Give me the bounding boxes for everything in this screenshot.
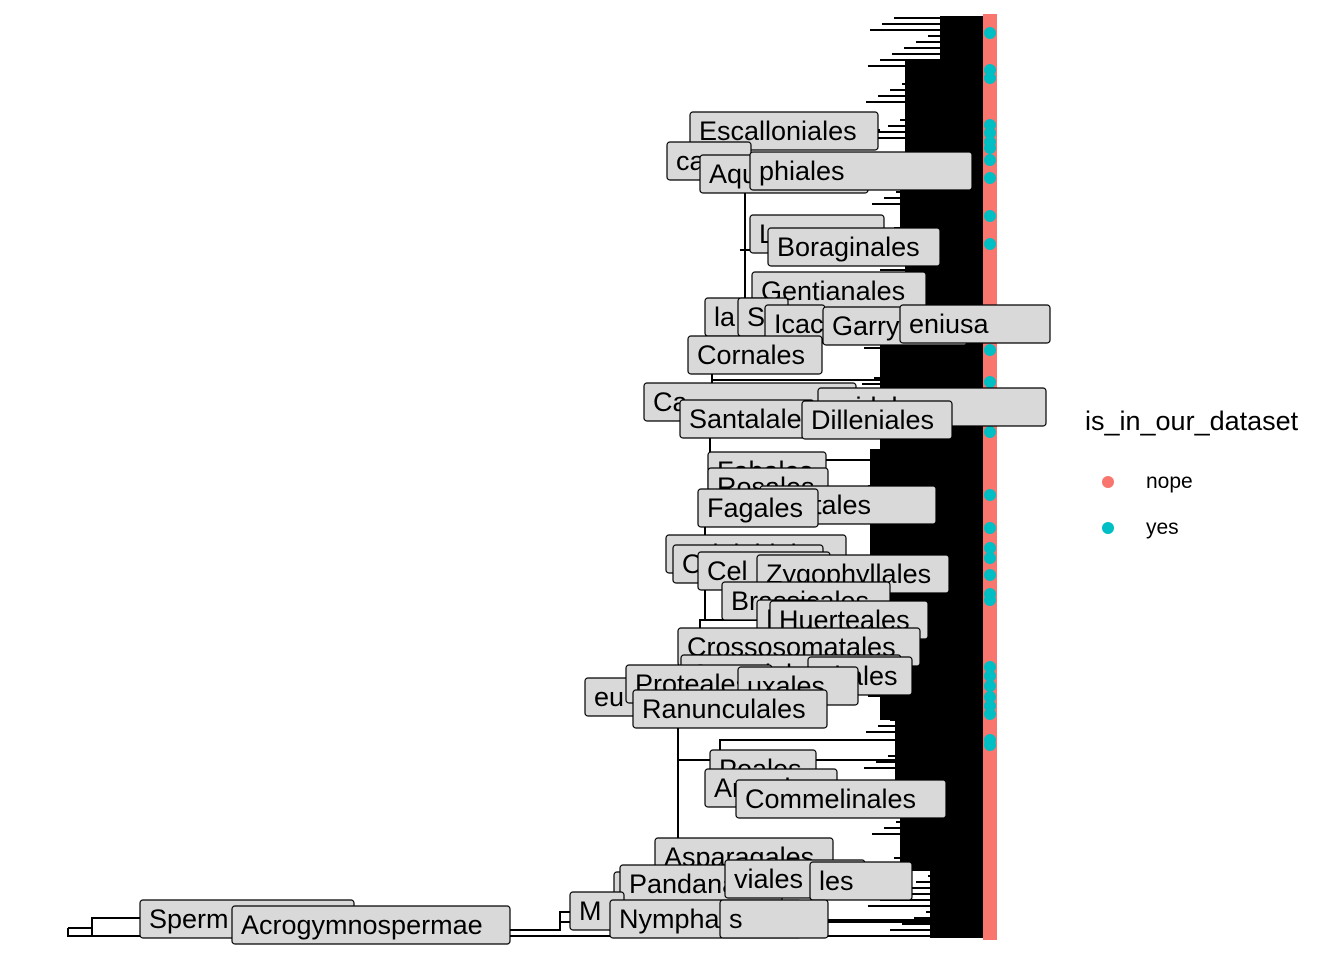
tip-markers xyxy=(984,27,996,751)
svg-text:Icac: Icac xyxy=(774,309,824,339)
legend-key-yes xyxy=(1102,522,1114,534)
svg-text:Cornales: Cornales xyxy=(697,340,805,370)
tip-yes xyxy=(984,680,996,692)
clade-label-34: Ranunculales xyxy=(632,689,828,729)
clade-label-42: les xyxy=(809,861,913,901)
legend: is_in_our_dataset nope yes xyxy=(1085,406,1340,551)
tip-yes xyxy=(984,739,996,751)
svg-text:Ranunculales: Ranunculales xyxy=(642,694,806,724)
svg-text:Commelinales: Commelinales xyxy=(745,784,916,814)
clade-labels: EscallonialescaAquifolialesphialesLBorag… xyxy=(139,111,1051,945)
branch xyxy=(677,759,900,790)
tip-yes xyxy=(984,127,996,139)
branch xyxy=(68,928,93,937)
svg-text:Acrogymnospermae: Acrogymnospermae xyxy=(241,910,483,940)
tip-yes xyxy=(984,172,996,184)
svg-text:la: la xyxy=(714,302,736,332)
clade-label-14: Santalale xyxy=(679,399,815,439)
legend-title: is_in_our_dataset xyxy=(1085,406,1299,436)
tip-yes xyxy=(984,661,996,673)
svg-text:Boraginales: Boraginales xyxy=(777,232,920,262)
svg-text:les: les xyxy=(819,866,854,896)
clade-label-0: Escalloniales xyxy=(689,111,879,151)
clade-label-11: eniusa xyxy=(899,304,1051,344)
tip-yes xyxy=(984,210,996,222)
tip-yes xyxy=(984,344,996,356)
legend-label-nope: nope xyxy=(1146,470,1193,493)
tip-yes xyxy=(984,376,996,388)
svg-text:Escalloniales: Escalloniales xyxy=(699,116,857,146)
svg-text:s: s xyxy=(729,904,743,934)
tip-yes xyxy=(984,569,996,581)
clade-label-9: Icac xyxy=(764,304,826,344)
svg-text:viales: viales xyxy=(734,864,803,894)
branch xyxy=(68,917,140,929)
clade-label-6: Gentianales xyxy=(751,271,927,311)
branch-mass xyxy=(930,870,983,938)
svg-text:eu: eu xyxy=(594,682,624,712)
tip-yes xyxy=(984,27,996,39)
tip-yes xyxy=(984,489,996,501)
svg-text:M: M xyxy=(579,896,602,926)
legend-item-nope: nope xyxy=(1085,459,1340,505)
tip-yes xyxy=(984,522,996,534)
tip-yes xyxy=(984,72,996,84)
tip-yes xyxy=(984,594,996,606)
svg-text:Fagales: Fagales xyxy=(707,493,803,523)
clade-label-12: Cornales xyxy=(687,335,823,375)
svg-text:Santalale: Santalale xyxy=(689,404,802,434)
svg-text:phiales: phiales xyxy=(759,156,845,186)
legend-label-yes: yes xyxy=(1146,516,1179,539)
svg-text:eniusa: eniusa xyxy=(909,309,990,339)
legend-item-yes: yes xyxy=(1085,505,1340,551)
clade-label-45: s xyxy=(719,899,829,939)
svg-text:Cel: Cel xyxy=(707,556,748,586)
legend-key-nope xyxy=(1102,476,1114,488)
tip-yes xyxy=(984,708,996,720)
tip-yes xyxy=(984,154,996,166)
clade-label-5: Boraginales xyxy=(767,227,941,267)
svg-text:S: S xyxy=(747,302,765,332)
svg-text:Sperm: Sperm xyxy=(149,904,229,934)
svg-text:Dilleniales: Dilleniales xyxy=(811,405,934,435)
clade-label-37: Commelinales xyxy=(735,779,947,819)
tip-yes xyxy=(984,542,996,554)
clade-label-47: Acrogymnospermae xyxy=(231,905,511,945)
tip-yes xyxy=(984,670,996,682)
clade-label-16: Dilleniales xyxy=(801,400,953,440)
tip-yes xyxy=(984,552,996,564)
tip-yes xyxy=(984,691,996,703)
tip-yes xyxy=(984,238,996,250)
tip-yes xyxy=(984,426,996,438)
clade-label-20: Fagales xyxy=(697,488,819,528)
clade-label-3: phiales xyxy=(749,151,973,191)
tip-yes xyxy=(984,142,996,154)
